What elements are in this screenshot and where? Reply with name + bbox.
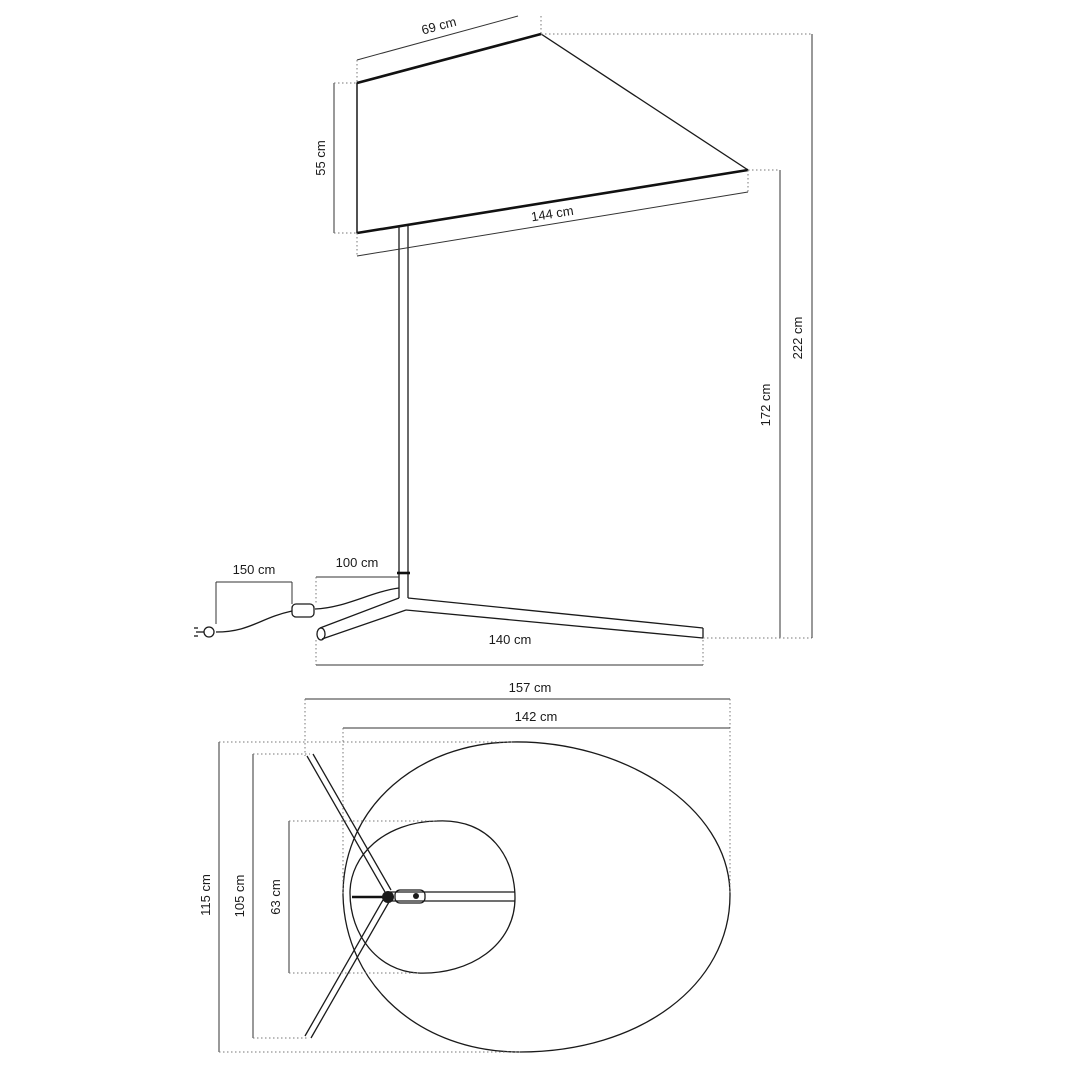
dim-shade-top-width: 69 cm — [356, 14, 542, 83]
base-depth-label: 105 cm — [232, 875, 247, 918]
overall-width-label: 157 cm — [509, 680, 552, 695]
lamp-shade — [356, 32, 750, 235]
dim-overall-width: 157 cm — [304, 680, 731, 895]
inner-depth-label: 63 cm — [268, 879, 283, 914]
shade-outline-top — [342, 741, 731, 1053]
inline-switch — [291, 603, 315, 618]
power-cable — [194, 587, 400, 638]
lower-height-label: 172 cm — [758, 384, 773, 427]
dim-overall-depth: 115 cm — [198, 741, 520, 1053]
shade-bottom-length-label: 144 cm — [530, 203, 574, 224]
base-length-label: 140 cm — [489, 632, 532, 647]
base-legs-top — [304, 753, 515, 1039]
dim-base-length: 140 cm — [315, 632, 704, 666]
dim-lower-height: 172 cm — [703, 169, 812, 639]
lamp-base — [316, 597, 704, 641]
dim-inner-depth: 63 cm — [268, 820, 437, 974]
dim-shade-bottom-length: 144 cm — [356, 170, 749, 257]
total-height-label: 222 cm — [790, 317, 805, 360]
dim-cable-to-plug: 150 cm — [215, 562, 293, 624]
shade-width-label: 142 cm — [515, 709, 558, 724]
shade-opening-top — [349, 820, 516, 974]
cable-to-plug-label: 150 cm — [233, 562, 276, 577]
shade-height-label: 55 cm — [313, 140, 328, 175]
lamp-pole — [397, 225, 410, 598]
top-view: 157 cm 142 cm 115 cm 105 cm 63 cm — [198, 680, 731, 1053]
cable-to-switch-label: 100 cm — [336, 555, 379, 570]
dim-cable-to-switch: 100 cm — [315, 555, 399, 604]
dim-shade-height: 55 cm — [313, 82, 357, 234]
dim-shade-width: 142 cm — [342, 709, 730, 895]
overall-depth-label: 115 cm — [198, 874, 213, 916]
dim-base-depth: 105 cm — [232, 753, 310, 1039]
plug-icon — [194, 626, 215, 638]
side-view: 69 cm 55 cm 144 cm 172 cm 222 cm — [194, 14, 813, 666]
dim-total-height: 222 cm — [541, 33, 813, 638]
